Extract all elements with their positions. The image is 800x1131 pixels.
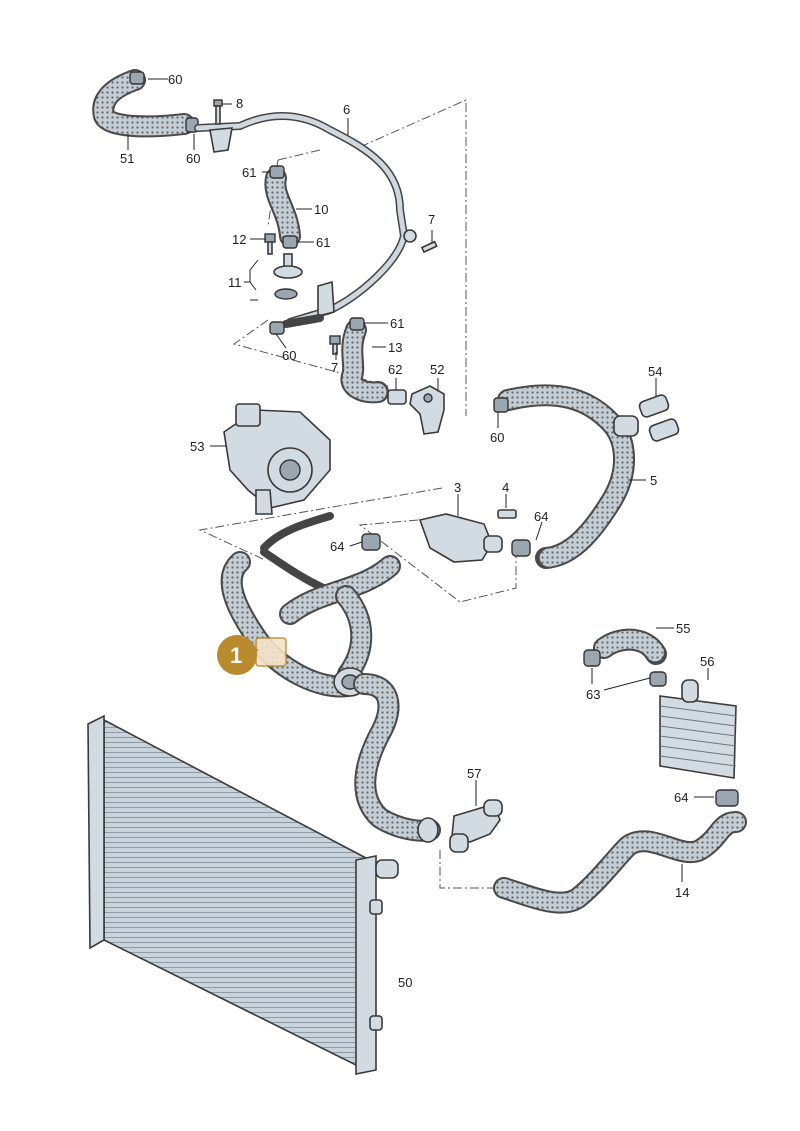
hose-5-fitting [613, 415, 639, 437]
hose-55 [593, 628, 667, 665]
label-11: 11 [228, 275, 242, 290]
label-60-top: 60 [168, 72, 182, 87]
radiator-50 [87, 714, 399, 1075]
leader-lines [127, 78, 714, 882]
bolt-7-top [420, 240, 438, 254]
callout-1[interactable]: 1 [217, 635, 287, 675]
connector-57 [449, 799, 503, 853]
clamp-64-b [361, 533, 381, 551]
label-13: 13 [388, 340, 402, 355]
label-56: 56 [700, 654, 714, 669]
label-63: 63 [586, 687, 600, 702]
label-64-a: 64 [534, 509, 548, 524]
bolt-7-middle [329, 335, 341, 355]
label-57: 57 [467, 766, 481, 781]
connectors-54 [638, 394, 680, 442]
bolt-8 [213, 99, 223, 125]
label-12: 12 [232, 232, 246, 247]
hose-10 [264, 167, 301, 247]
label-64-b: 64 [330, 539, 344, 554]
hose-51 [92, 69, 195, 138]
label-54: 54 [648, 364, 662, 379]
callout-number: 1 [230, 643, 242, 668]
clamp-63-b [649, 671, 667, 687]
label-7-middle: 7 [331, 360, 338, 375]
label-60-middle: 60 [282, 348, 296, 363]
highlight-callout-icon [255, 637, 287, 667]
clamp-61-c [349, 317, 365, 331]
label-3: 3 [454, 480, 461, 495]
label-61-b: 61 [316, 235, 330, 250]
label-50: 50 [398, 975, 412, 990]
label-60-left: 60 [186, 151, 200, 166]
oil-cooler-56 [659, 679, 737, 779]
callout-badge [217, 635, 257, 675]
part-62 [387, 389, 407, 405]
label-60-right: 60 [490, 430, 504, 445]
hose-5 [497, 384, 635, 569]
clamp-60-top [129, 71, 145, 85]
label-8: 8 [236, 96, 243, 111]
hose-13 [340, 319, 389, 404]
bolt-12 [264, 233, 276, 255]
label-53: 53 [190, 439, 204, 454]
label-10: 10 [314, 202, 328, 217]
bolt-4 [497, 509, 517, 519]
label-14: 14 [675, 885, 689, 900]
hose-14 [493, 811, 747, 914]
thermostat-3 [418, 513, 503, 563]
coolant-pipe-6 [194, 112, 417, 326]
grouping-dash-lines [198, 99, 517, 889]
label-61-a: 61 [242, 165, 256, 180]
sensor-52 [409, 385, 445, 435]
water-pump-53 [223, 403, 331, 515]
label-64-c: 64 [674, 790, 688, 805]
clamp-64-a [511, 539, 531, 557]
label-61-c: 61 [390, 316, 404, 331]
label-4: 4 [502, 480, 509, 495]
label-52: 52 [430, 362, 444, 377]
pipe-end-60 [269, 314, 324, 335]
clamp-61-b [282, 235, 298, 249]
clamp-61-a [269, 165, 285, 179]
connector-11 [273, 253, 303, 300]
clamp-63-a [583, 649, 601, 667]
label-5: 5 [650, 473, 657, 488]
label-51: 51 [120, 151, 134, 166]
label-7-top: 7 [428, 212, 435, 227]
main-hose-1 [220, 551, 401, 698]
part-labels: 60 51 60 8 6 61 10 7 12 61 11 61 60 13 7… [120, 72, 714, 990]
label-6: 6 [343, 102, 350, 117]
label-62: 62 [388, 362, 402, 377]
clamp-60-right [493, 397, 509, 413]
label-55: 55 [676, 621, 690, 636]
lower-hose [353, 673, 441, 843]
clamp-64-c [715, 789, 739, 807]
